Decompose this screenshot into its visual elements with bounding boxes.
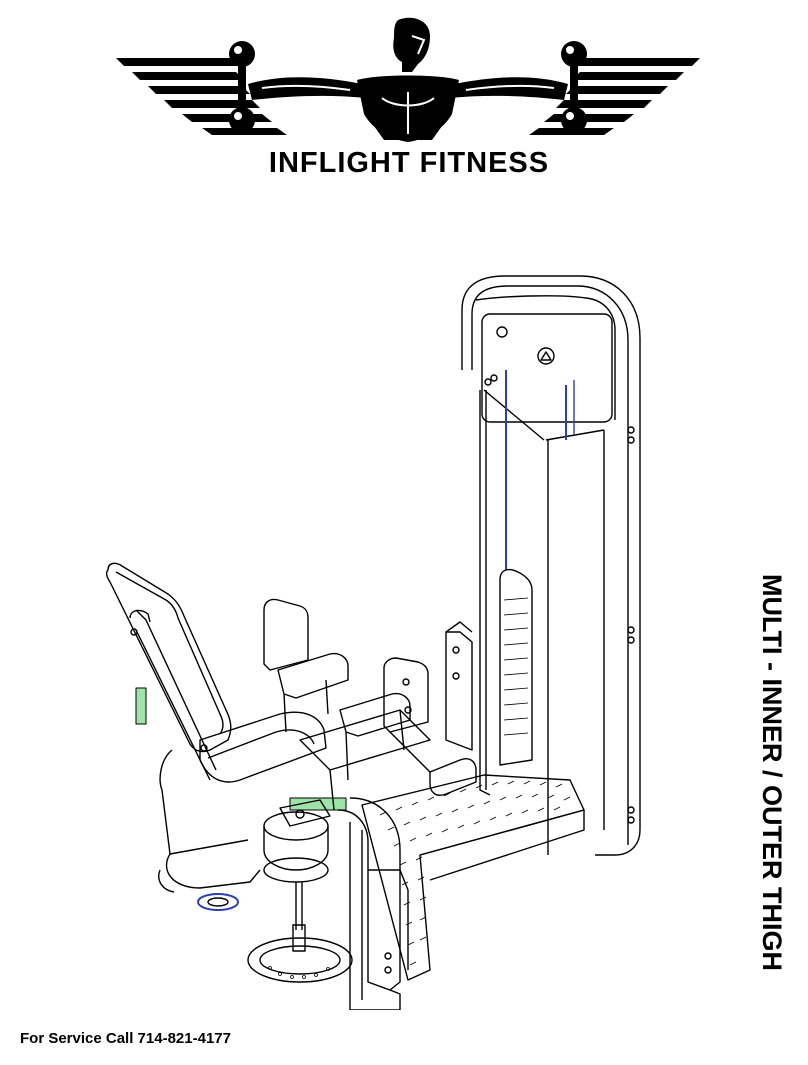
brand-name: INFLIGHT FITNESS — [268, 147, 550, 179]
service-contact-text: For Service Call 714-821-4177 — [20, 1030, 231, 1047]
winged-bodybuilder-logo-icon — [116, 17, 700, 142]
product-title: MULTI - INNER / OUTER THIGH — [757, 574, 787, 971]
inner-outer-thigh-machine-drawing-icon — [105, 275, 641, 1010]
product-title-container: MULTI - INNER / OUTER THIGH — [752, 574, 792, 1036]
